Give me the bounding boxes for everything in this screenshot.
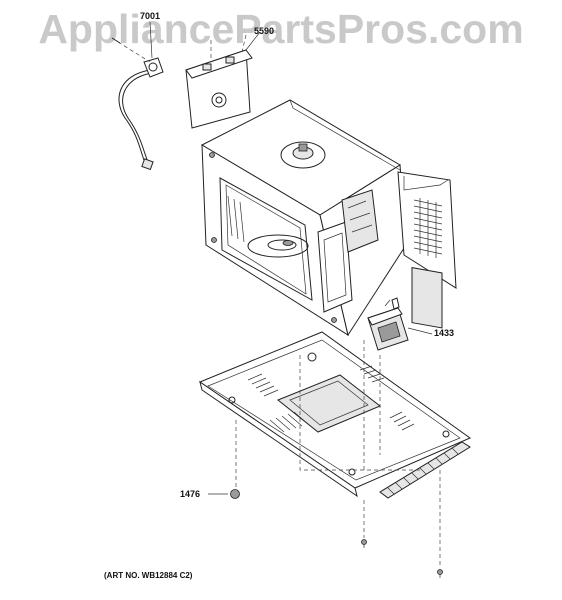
bracket-part (185, 34, 253, 129)
side-vent-panel (397, 171, 457, 329)
part-label-5590: 5590 (254, 26, 275, 36)
wire-harness-part (111, 37, 164, 171)
part-label-7001: 7001 (140, 11, 161, 21)
part-label-1433: 1433 (434, 328, 455, 338)
fastener-part (208, 489, 240, 499)
leader-lines (149, 21, 261, 59)
base-plate (198, 331, 472, 498)
front-grille-strip (379, 441, 471, 499)
watermark: AppliancePartsPros.com (38, 6, 524, 52)
screws (361, 539, 443, 578)
oven-cavity (200, 99, 407, 337)
art-number: (ART NO. WB12884 C2) (104, 571, 193, 580)
assembly-guide-lines (235, 340, 441, 568)
part-label-1476: 1476 (180, 489, 201, 499)
transformer-part (367, 297, 433, 351)
